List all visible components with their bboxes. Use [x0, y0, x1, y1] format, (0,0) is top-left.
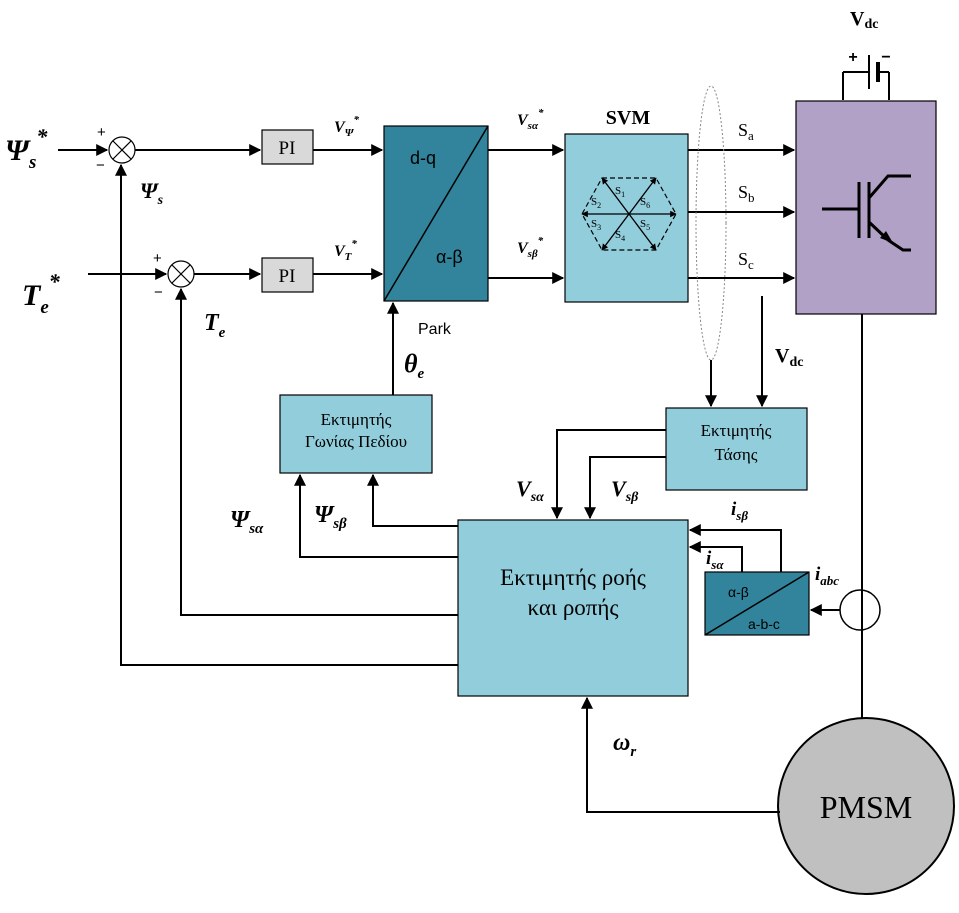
wire-te-feedback	[175, 287, 458, 616]
flux-junction-plus: +	[97, 124, 106, 141]
v-psi-ref-label: VΨ*	[334, 114, 359, 139]
switch-label-sb: Sb	[738, 182, 755, 205]
pi-label-flux: PI	[279, 138, 296, 159]
clarke-diagonal	[704, 571, 810, 636]
v-salpha-ref-label: Vsα*	[517, 107, 544, 132]
switch-label-sa: Sa	[738, 120, 754, 143]
park-diagonal	[383, 125, 489, 302]
wire-psi-s-feedback	[115, 163, 458, 666]
wire-omega-r	[581, 696, 780, 813]
pi-label-torque: PI	[279, 266, 296, 287]
torque-junction-minus: −	[154, 284, 163, 301]
psi-sbeta-label: Ψsβ	[314, 502, 347, 532]
theta-e-label: θe	[404, 349, 425, 382]
clarke-bottom-label: a-b-c	[748, 616, 780, 632]
voltage-estimator-line2: Τάσης	[715, 445, 758, 464]
svm-vector-s2: S2	[591, 196, 601, 210]
switch-signal-bundle	[695, 85, 727, 361]
v-sbeta-ref-label: Vsβ*	[517, 235, 544, 260]
flux-summing-junction	[108, 136, 136, 164]
wire-v-salpha-est	[551, 429, 666, 520]
field-angle-estimator-block	[279, 394, 433, 474]
v-sbeta-input-label: Vsβ	[611, 476, 639, 505]
torque-junction-plus: +	[153, 250, 162, 267]
te-feedback-label: Te	[204, 310, 226, 341]
pi-block-torque	[261, 257, 314, 293]
torque-summing-junction	[167, 260, 195, 288]
flux-torque-estimator-line1: Εκτιμητής ροής	[500, 565, 646, 590]
park-top-label: d-q	[410, 148, 436, 168]
vdc-mid-label: Vdc	[775, 345, 803, 370]
vdc-top-label: Vdc	[850, 8, 878, 32]
field-angle-estimator-line2: Γωνίας Πεδίου	[305, 432, 407, 451]
battery-plus: +	[848, 49, 857, 66]
v-t-ref-label: VT*	[334, 238, 357, 263]
wire-psi-sbeta	[367, 473, 458, 527]
svm-vector-s4: S4	[615, 229, 625, 243]
pmsm-motor	[777, 717, 955, 895]
park-bottom-label: α-β	[436, 247, 463, 267]
svm-vector-s5: S5	[640, 218, 650, 232]
te-ref-label: Te*	[22, 269, 61, 318]
omega-r-label: ωr	[613, 730, 636, 760]
svm-vector-s1: S1	[615, 185, 625, 199]
battery-icon	[842, 55, 890, 100]
current-sensor-icon	[839, 589, 881, 631]
i-sbeta-label: isβ	[731, 499, 748, 523]
psi-salpha-label: Ψsα	[230, 507, 264, 537]
pi-block-flux	[261, 129, 314, 165]
field-angle-estimator-line1: Εκτιμητής	[321, 410, 392, 429]
psi-s-ref-label: Ψs*	[5, 124, 48, 173]
flux-junction-minus: −	[96, 157, 105, 174]
inverter-block	[795, 100, 937, 315]
wire-i-sbeta	[688, 524, 782, 572]
psi-s-feedback-label: Ψs	[140, 178, 164, 208]
wire-i-salpha	[688, 541, 743, 572]
voltage-estimator-block	[665, 407, 808, 491]
clarke-top-label: α-β	[728, 584, 749, 600]
voltage-estimator-line1: Εκτιμητής	[701, 421, 772, 440]
battery-minus: −	[881, 49, 890, 66]
wire-v-sbeta-est	[584, 456, 666, 520]
i-abc-label: iabc	[815, 564, 839, 588]
i-salpha-label: isα	[706, 548, 724, 572]
wire-psi-salpha	[294, 473, 458, 558]
flux-torque-estimator-block	[457, 519, 689, 697]
svm-vector-s3: S3	[591, 218, 601, 232]
pmsm-label: PMSM	[820, 789, 913, 825]
park-caption: Park	[418, 321, 452, 338]
svm-title: SVM	[606, 107, 651, 129]
v-salpha-input-label: Vsα	[516, 476, 544, 505]
igbt-arrow-icon	[880, 231, 893, 243]
switch-label-sc: Sc	[738, 249, 754, 272]
svm-hexagon-icon	[581, 177, 677, 251]
flux-torque-estimator-line2: και ροπής	[527, 595, 618, 620]
svm-vector-s6: S6	[640, 196, 650, 210]
